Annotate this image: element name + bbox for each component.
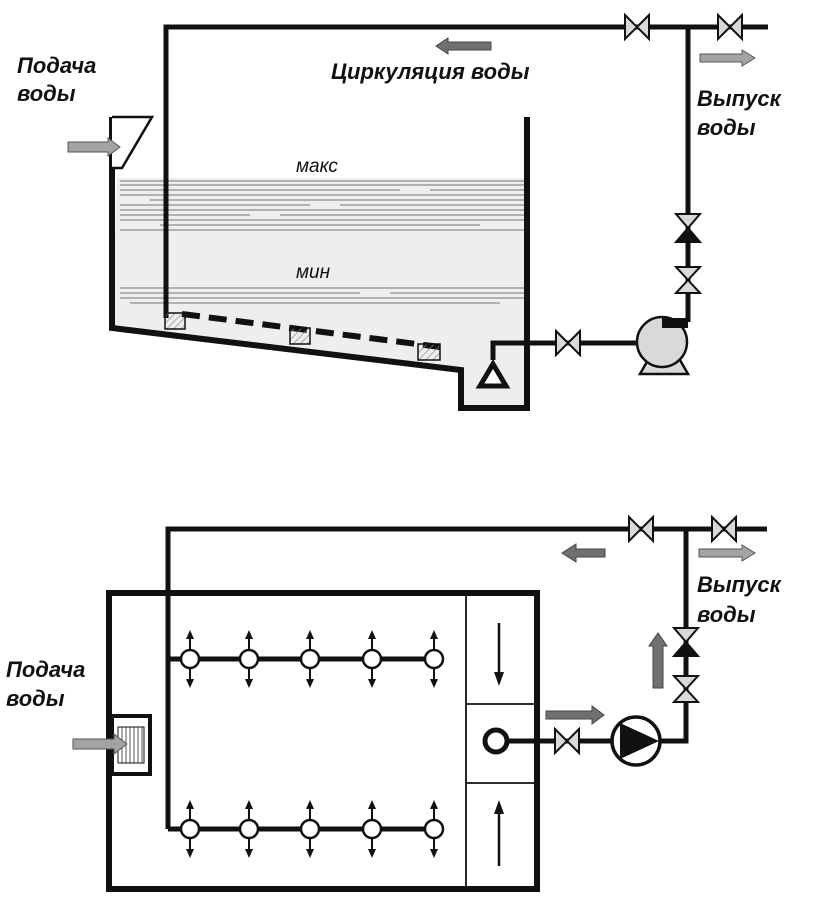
nozzle-icon	[179, 630, 201, 688]
nozzle-icon	[361, 800, 383, 858]
circulation-label: Циркуляция воды	[331, 59, 530, 84]
flow-arrow-icon	[699, 49, 756, 67]
side-supply-label-1: Подача	[17, 53, 96, 78]
inlet-weir	[112, 115, 155, 170]
gate-valve-icon	[624, 12, 650, 42]
flow-arrow-icon	[494, 800, 504, 814]
centrifugal-pump-icon	[635, 315, 691, 376]
plan-supply-label-1: Подача	[6, 657, 85, 682]
suction-cone	[475, 359, 511, 389]
nozzle-icon	[423, 630, 445, 688]
diffuser	[417, 343, 441, 361]
plan-view: Подача воды Выпуск воды	[6, 514, 783, 892]
check-valve-icon	[671, 627, 701, 657]
pump-symbol-icon	[610, 715, 662, 767]
plan-discharge-label-1: Выпуск	[697, 572, 783, 597]
check-valve-icon	[673, 213, 703, 243]
gate-valve-icon	[711, 514, 737, 544]
gate-valve-icon	[628, 514, 654, 544]
side-discharge-label-1: Выпуск	[697, 86, 783, 111]
side-supply-label-2: воды	[17, 81, 76, 106]
nozzle-icon	[361, 630, 383, 688]
gate-valve-icon	[671, 675, 701, 703]
suction-pipe	[490, 340, 660, 360]
pool-wall	[109, 117, 530, 411]
pool-outline	[106, 590, 540, 892]
nozzle-icon	[299, 630, 321, 688]
water-streaks	[120, 180, 524, 304]
nozzle-row-bottom	[179, 800, 445, 858]
circulation-pipe	[163, 24, 768, 318]
supply-arrow	[72, 732, 128, 756]
supply-arrow	[67, 137, 121, 157]
side-view: Подача воды Циркуляция воды Выпуск воды …	[17, 12, 783, 411]
gate-valve-icon	[673, 266, 703, 294]
diffuser	[289, 327, 311, 345]
circulation-pipe	[165, 526, 767, 829]
nozzle-icon	[299, 800, 321, 858]
gate-valve-icon	[554, 726, 580, 756]
flow-arrow-icon	[698, 544, 756, 562]
flow-arrow-icon	[648, 632, 668, 689]
suction-outlet	[482, 727, 510, 755]
flow-arrow-icon	[494, 672, 504, 686]
nozzle-icon	[179, 800, 201, 858]
nozzle-row-top	[179, 630, 445, 688]
plan-supply-label-2: воды	[6, 686, 65, 711]
flow-arrow-icon	[545, 705, 605, 725]
plan-discharge-label-2: воды	[697, 602, 756, 627]
level-max-label: макс	[296, 156, 338, 177]
side-discharge-label-2: воды	[697, 115, 756, 140]
bottom-distribution-pipe	[181, 311, 441, 350]
nozzle-icon	[423, 800, 445, 858]
level-min-label: мин	[296, 262, 331, 283]
discharge-riser	[660, 529, 689, 744]
gate-valve-icon	[555, 328, 581, 358]
flow-arrow-icon	[561, 543, 606, 563]
nozzle-icon	[238, 630, 260, 688]
diffuser	[164, 312, 186, 330]
nozzle-icon	[238, 800, 260, 858]
gate-valve-icon	[717, 12, 743, 42]
flow-arrow-icon	[435, 37, 492, 55]
